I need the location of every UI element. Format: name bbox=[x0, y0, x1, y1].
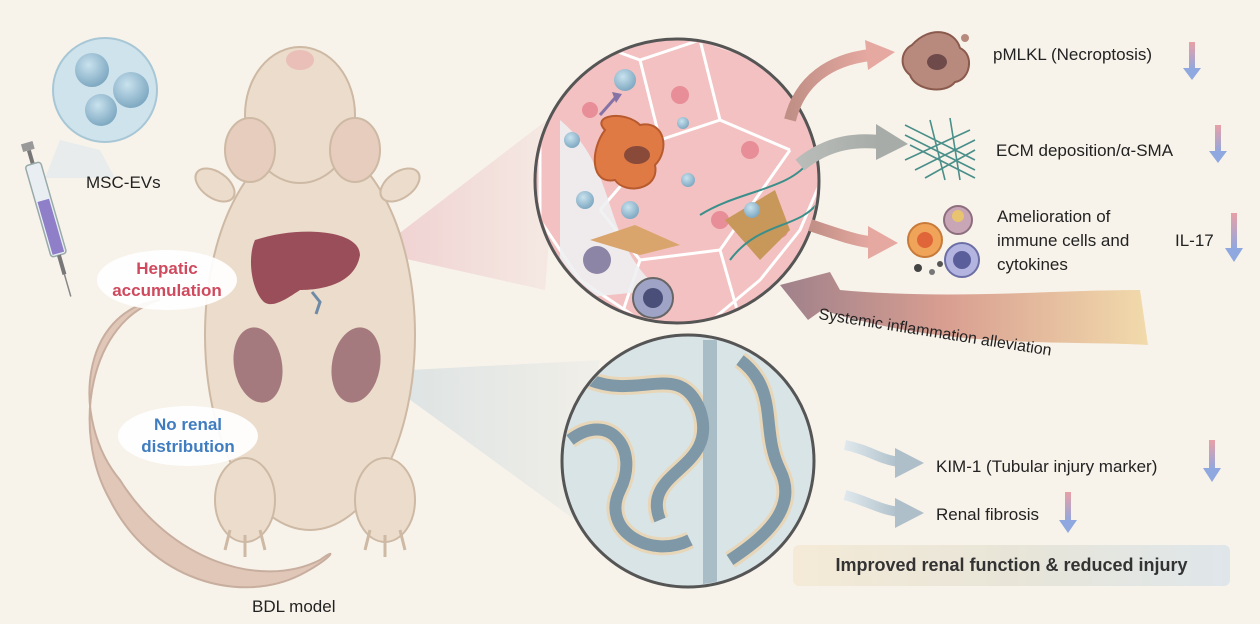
improved-renal-function-banner: Improved renal function & reduced injury bbox=[793, 545, 1230, 586]
kidney-beam bbox=[372, 360, 600, 520]
immune-cells-icon bbox=[907, 205, 980, 278]
systemic-arrow bbox=[780, 272, 1148, 345]
immune-line2: immune cells and bbox=[997, 231, 1130, 250]
kim1-arrow-icon bbox=[843, 440, 924, 478]
bdl-model-label: BDL model bbox=[252, 597, 336, 616]
renal-line1: No renal bbox=[153, 415, 223, 434]
fibrosis-arrow-icon bbox=[843, 490, 924, 528]
liver-beam bbox=[375, 110, 560, 290]
immune-line3: cytokines bbox=[997, 255, 1068, 274]
fibrosis-down-arrow-icon bbox=[1059, 492, 1077, 533]
msc-evs-label: MSC-EVs bbox=[86, 173, 161, 192]
pmlkl-label: pMLKL (Necroptosis) bbox=[993, 45, 1153, 64]
necrotic-cell-icon bbox=[901, 31, 970, 91]
kim1-label: KIM-1 (Tubular injury marker) bbox=[936, 457, 1158, 476]
liver-organ-icon bbox=[250, 231, 360, 305]
pmlkl-down-arrow-icon bbox=[1183, 42, 1201, 80]
right-kidney-icon bbox=[331, 327, 381, 403]
hepatic-line1: Hepatic bbox=[136, 259, 198, 278]
renal-line2: distribution bbox=[141, 437, 235, 456]
syringe-icon bbox=[20, 141, 72, 297]
kidney-tissue-circle bbox=[560, 333, 816, 589]
kim1-down-arrow-icon bbox=[1203, 440, 1221, 482]
left-kidney-icon bbox=[233, 327, 283, 403]
arrow-to-ecm bbox=[795, 134, 881, 171]
hepatic-accumulation-badge: Hepatic accumulation bbox=[97, 250, 237, 310]
mouse-tail bbox=[88, 299, 332, 589]
renal-fibrosis-label: Renal fibrosis bbox=[936, 505, 1039, 524]
ecm-down-arrow-icon bbox=[1209, 125, 1227, 163]
liver-tissue-circle bbox=[533, 37, 821, 325]
ecm-label: ECM deposition/α-SMA bbox=[996, 141, 1174, 160]
arrow-to-immune bbox=[808, 219, 873, 248]
arrow-to-pmlkl bbox=[784, 49, 871, 122]
ev-bubble-icon bbox=[45, 37, 158, 178]
immune-line1: Amelioration of bbox=[997, 207, 1111, 226]
no-renal-distribution-badge: No renal distribution bbox=[118, 406, 258, 466]
ecm-mesh-icon bbox=[904, 117, 976, 181]
il17-down-arrow-icon bbox=[1225, 213, 1243, 262]
il17-label: IL-17 bbox=[1175, 231, 1214, 250]
hepatic-line2: accumulation bbox=[112, 281, 222, 300]
